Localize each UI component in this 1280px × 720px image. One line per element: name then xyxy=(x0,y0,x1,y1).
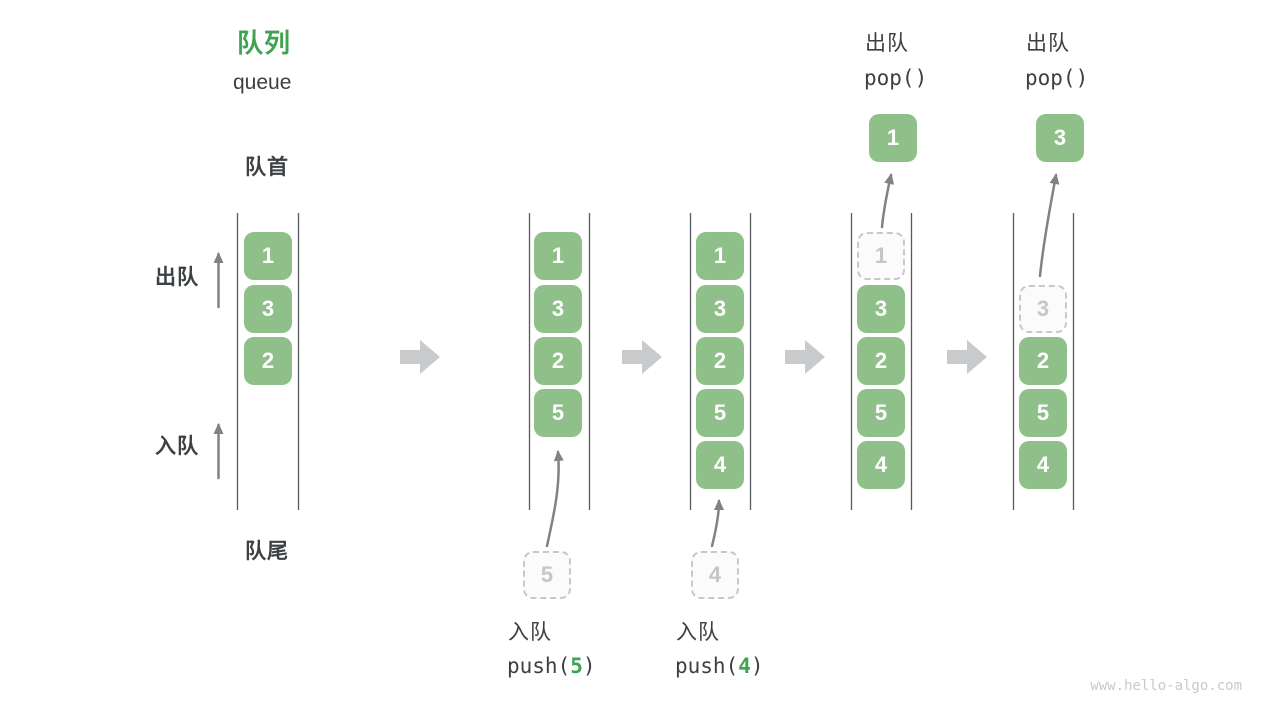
queue-item: 5 xyxy=(534,389,582,437)
popped-item: 1 xyxy=(869,114,917,162)
queue-item: 5 xyxy=(696,389,744,437)
flow-arrow-icon xyxy=(622,340,662,374)
queue-item: 1 xyxy=(244,232,292,280)
popped-item: 3 xyxy=(1036,114,1084,162)
pending-item: 5 xyxy=(523,551,571,599)
page-title: 队列 xyxy=(237,28,292,58)
dequeue-label: 出队 xyxy=(155,266,199,289)
queue-item: 3 xyxy=(534,285,582,333)
queue-item: 2 xyxy=(696,337,744,385)
queue-walls xyxy=(236,213,1075,510)
enqueue-label: 入队 xyxy=(155,435,199,458)
pop-arrow-icon xyxy=(1038,173,1060,278)
watermark: www.hello-algo.com xyxy=(1090,678,1242,694)
queue-item: 5 xyxy=(1019,389,1067,437)
queue-item: 4 xyxy=(857,441,905,489)
queue-item: 4 xyxy=(1019,441,1067,489)
dashed-placeholder: 3 xyxy=(1019,285,1067,333)
push-close: ) xyxy=(750,654,764,678)
flow-arrow-icon xyxy=(947,340,987,374)
queue-item: 3 xyxy=(696,285,744,333)
pop-code: pop() xyxy=(1025,66,1089,90)
push-close: ) xyxy=(582,654,596,678)
queue-item: 2 xyxy=(534,337,582,385)
push-fn: push( xyxy=(507,654,571,678)
flow-arrow-icon xyxy=(785,340,825,374)
queue-item: 2 xyxy=(1019,337,1067,385)
dequeue-op-label: 出队 xyxy=(865,32,909,55)
queue-item: 1 xyxy=(534,232,582,280)
enqueue-op-label: 入队 xyxy=(676,621,720,644)
page-subtitle: queue xyxy=(233,71,292,94)
push-arrow-icon xyxy=(545,450,564,548)
queue-item: 3 xyxy=(857,285,905,333)
queue-item: 5 xyxy=(857,389,905,437)
queue-item: 2 xyxy=(244,337,292,385)
push-arg: 4 xyxy=(738,654,751,678)
dashed-placeholder: 1 xyxy=(857,232,905,280)
queue-item: 2 xyxy=(857,337,905,385)
front-label: 队首 xyxy=(245,156,289,179)
flow-arrow-icon xyxy=(400,340,440,374)
enqueue-op-label: 入队 xyxy=(508,621,552,644)
queue-item: 1 xyxy=(696,232,744,280)
push-arg: 5 xyxy=(570,654,583,678)
push-fn: push( xyxy=(675,654,739,678)
push-code: push(5) xyxy=(507,654,596,678)
pending-item: 4 xyxy=(691,551,739,599)
push-code: push(4) xyxy=(675,654,764,678)
queue-item: 3 xyxy=(244,285,292,333)
queue-item: 4 xyxy=(696,441,744,489)
pop-code: pop() xyxy=(864,66,928,90)
dequeue-op-label: 出队 xyxy=(1026,32,1070,55)
pop-arrow-icon xyxy=(880,173,895,229)
rear-label: 队尾 xyxy=(245,540,289,563)
push-arrow-icon xyxy=(710,499,724,548)
